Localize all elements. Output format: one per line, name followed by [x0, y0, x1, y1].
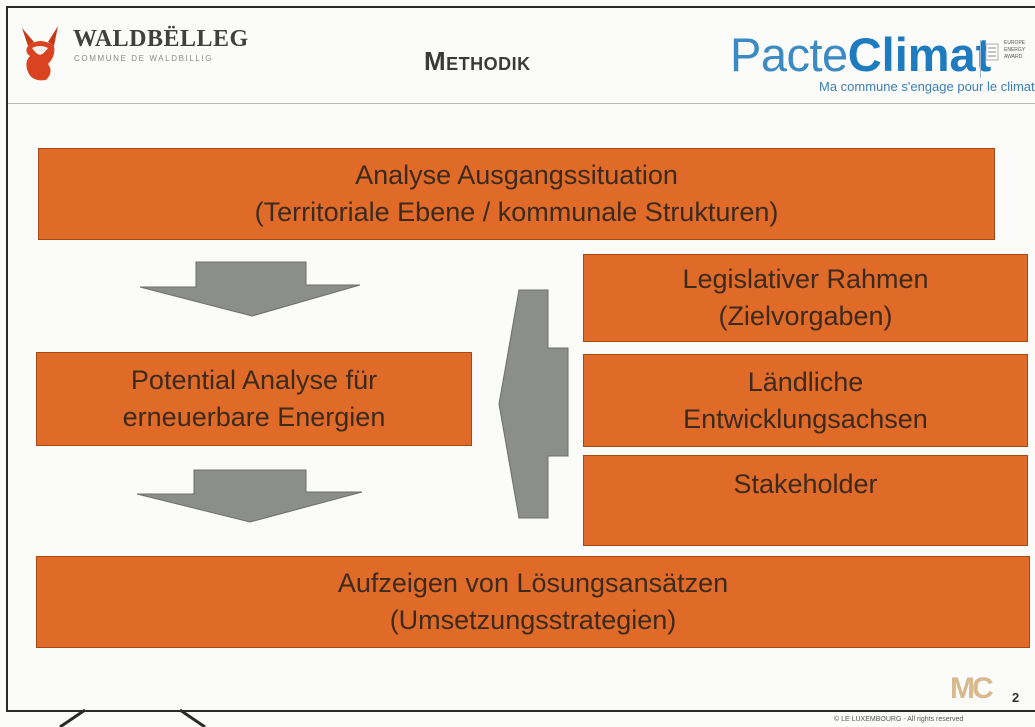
- brand-name: WALDBËLLEG: [73, 26, 249, 52]
- box-laendlich-line-2: Entwicklungsachsen: [683, 403, 928, 434]
- energy-award-text: EUROPE ENERGY AWARD: [1004, 40, 1025, 61]
- climat-word: Climat: [847, 28, 992, 81]
- box-laendlich-line-1: Ländliche: [747, 366, 864, 397]
- pacte-word: Pacte: [730, 28, 848, 81]
- box-bottom-line-2: (Umsetzungsstrategien): [389, 605, 677, 635]
- page-title: Methodik: [424, 46, 531, 76]
- eea-line-1: EUROPE: [1004, 40, 1026, 46]
- pacte-tagline: Ma commune s'engage pour le climat: [819, 79, 1035, 94]
- arrow-down-bottom: [136, 469, 363, 523]
- brand-subtitle: COMMUNE DE WALDBILLIG: [74, 54, 214, 63]
- box-potential-line-1: Potential Analyse für: [130, 365, 378, 395]
- mc-logo: MC: [950, 672, 994, 705]
- box-stake-line-1: Stakeholder: [733, 469, 878, 499]
- box-laendliche-entwicklungsachsen: Ländliche Entwicklungsachsen: [583, 354, 1028, 447]
- box-bottom-line-1: Aufzeigen von Lösungsansätzen: [337, 568, 729, 598]
- slide-border: [6, 6, 1035, 712]
- arrow-down-top: [139, 261, 361, 317]
- box-potential-line-2: erneuerbare Energien: [122, 402, 386, 432]
- page-number: 2: [1012, 690, 1020, 705]
- logo-separator: [980, 40, 981, 78]
- box-legis-line-1: Legislativer Rahmen: [682, 264, 929, 294]
- box-potential-analyse: Potential Analyse für erneuerbare Energi…: [36, 352, 472, 446]
- box-analyse-ausgangssituation: Analyse Ausgangssituation (Territoriale …: [38, 148, 995, 240]
- fox-logo-icon: [22, 26, 58, 81]
- box-top-line-1: Analyse Ausgangssituation: [355, 160, 678, 190]
- box-legislativer-rahmen: Legislativer Rahmen (Zielvorgaben): [583, 254, 1028, 342]
- box-loesungsansaetze: Aufzeigen von Lösungsansätzen (Umsetzung…: [36, 556, 1030, 648]
- eea-line-2: ENERGY: [1004, 47, 1026, 53]
- box-legis-line-2: (Zielvorgaben): [718, 301, 893, 331]
- box-stakeholder: Stakeholder: [583, 455, 1028, 546]
- energy-award-icon: [986, 43, 999, 61]
- box-top-line-2: (Territoriale Ebene / kommunale Struktur…: [254, 197, 779, 227]
- header-divider: [8, 103, 1035, 104]
- eea-line-3: AWARD: [1004, 54, 1023, 60]
- pacte-climat-logo: PacteClimat: [730, 27, 991, 82]
- arrow-left: [498, 289, 569, 519]
- copyright-notice: © LE LUXEMBOURG - All rights reserved: [834, 716, 964, 723]
